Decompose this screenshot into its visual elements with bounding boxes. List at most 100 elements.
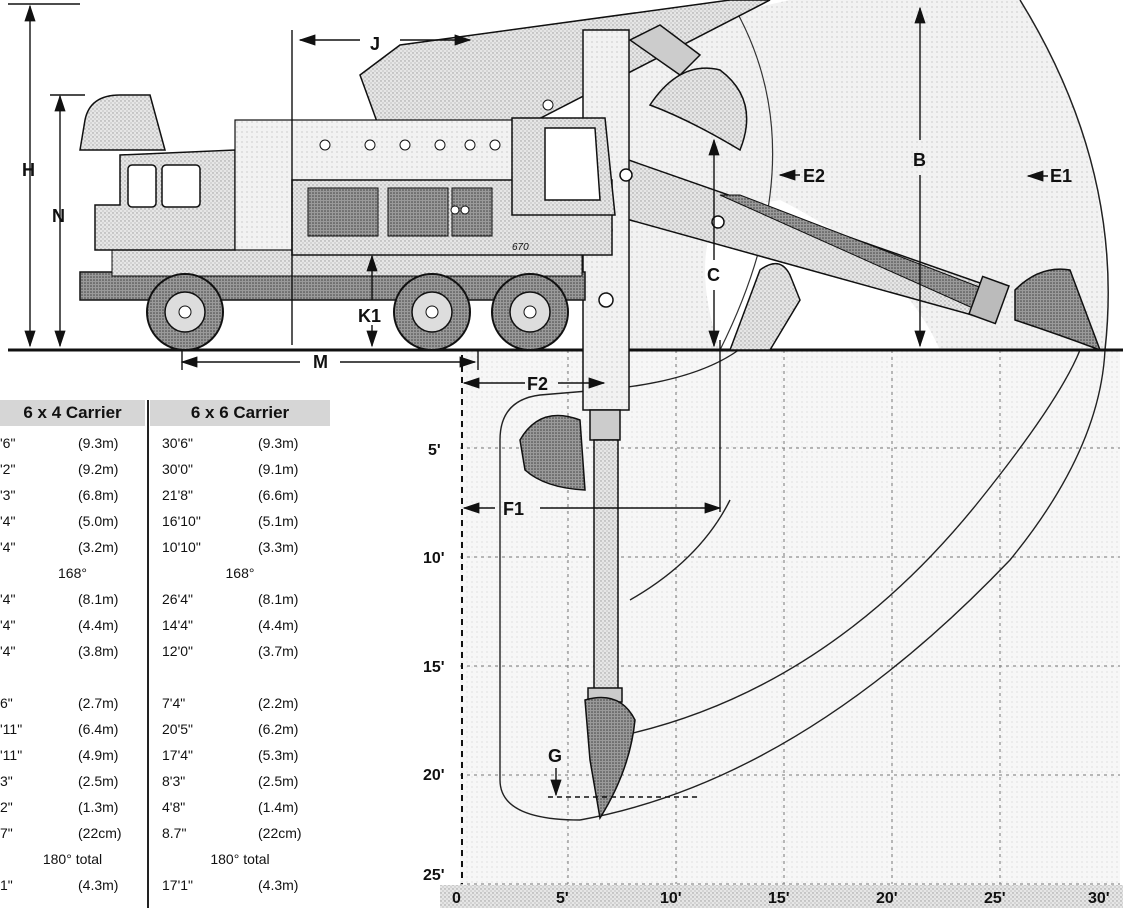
cell-6x6-span: 180° total (210, 851, 270, 867)
cell-6x6-metric: (1.4m) (258, 799, 299, 815)
cell-6x4-metric: (9.2m) (78, 461, 119, 477)
dim-label-E1: E1 (1050, 166, 1072, 186)
work-range-envelope (625, 0, 1109, 351)
dig-envelope-curves (499, 329, 1106, 821)
cell-6x6-imperial: 7'4" (162, 695, 186, 711)
table-row: '4"(8.1m)26'4"(8.1m) (0, 586, 330, 612)
front-wheel (146, 273, 224, 351)
bucket-deep (584, 696, 636, 821)
cell-6x4-imperial: '11" (0, 747, 23, 763)
cell-6x6-metric: (9.3m) (258, 435, 299, 451)
cell-6x4-metric: (4.4m) (78, 617, 119, 633)
cell-6x6-metric: (2.5m) (258, 773, 299, 789)
cell-6x6-metric: (3.7m) (258, 643, 299, 659)
upper-structure: 670 (291, 117, 633, 256)
dim-label-M: M (313, 352, 328, 372)
cell-6x6-metric: (4.4m) (258, 617, 299, 633)
cell-6x6-imperial: 17'1" (162, 877, 194, 893)
cell-6x6-metric: (6.2m) (258, 721, 299, 737)
depth-label-20: 20' (423, 767, 445, 784)
bucket-near (519, 414, 586, 491)
cell-6x4-imperial: 3" (0, 773, 13, 789)
depth-label-10: 10' (423, 550, 445, 567)
reach-label-20: 20' (876, 890, 898, 907)
cell-6x6-imperial: 21'8" (162, 487, 194, 503)
cell-6x6-imperial: 26'4" (162, 591, 194, 607)
cell-6x4-metric: (6.4m) (78, 721, 119, 737)
cell-6x4-imperial: 1" (0, 877, 13, 893)
cell-6x4-imperial: '4" (0, 617, 16, 633)
reach-label-15: 15' (768, 890, 790, 907)
cell-6x4-imperial: '3" (0, 487, 16, 503)
bucket-curled (728, 262, 801, 351)
cell-6x4-metric: (5.0m) (78, 513, 119, 529)
cell-6x6-imperial: 12'0" (162, 643, 194, 659)
table-row: '4"(5.0m)16'10"(5.1m) (0, 508, 330, 534)
cell-6x4-metric: (9.3m) (78, 435, 119, 451)
header-6x6-carrier: 6 x 6 Carrier (150, 400, 330, 426)
excavator-boom (538, 149, 1102, 352)
table-row: '4" (4.4m) 14'4" (4.4m) (0, 612, 330, 638)
dim-label-N: N (52, 206, 65, 226)
cell-6x4-metric: (2.5m) (78, 773, 119, 789)
cell-6x4-imperial: '6" (0, 435, 16, 451)
cell-6x6-imperial: 30'0" (162, 461, 194, 477)
reach-label-0: 0 (452, 890, 461, 907)
dim-label-K1: K1 (358, 306, 381, 326)
cell-6x6-metric: (8.1m) (258, 591, 299, 607)
dim-label-F2: F2 (527, 374, 548, 394)
cell-6x6-imperial: 17'4" (162, 747, 194, 763)
cell-6x6-imperial: 20'5" (162, 721, 194, 737)
table-row: '11"(4.9m)17'4"(5.3m) (0, 742, 330, 768)
table-row: 7"(22cm)8.7"(22cm) (0, 820, 330, 846)
cell-6x6-imperial: 8.7" (162, 825, 187, 841)
reach-axis-band (440, 885, 1123, 908)
cell-6x6-imperial: 10'10" (162, 539, 201, 555)
cell-6x4-span: 180° total (42, 851, 103, 867)
cell-6x4-imperial: '4" (0, 513, 16, 529)
cell-6x4-imperial: '2" (0, 461, 16, 477)
stowed-bucket (79, 94, 166, 151)
depth-label-25: 25' (423, 867, 445, 884)
dim-label-C: C (707, 265, 720, 285)
table-row: '6"(9.3m)30'6"(9.3m) (0, 430, 330, 456)
cell-6x6-metric: (22cm) (258, 825, 302, 841)
cell-6x4-metric: (2.7m) (78, 695, 119, 711)
depth-axis-labels: 5' 10' 15' 20' 25' (423, 442, 445, 884)
reach-axis-labels: 0 5' 10' 15' 20' 25' 30' (452, 890, 1110, 907)
truck-wheels (146, 273, 569, 351)
cell-6x4-imperial: 2" (0, 799, 13, 815)
cell-6x4-metric: (6.8m) (78, 487, 119, 503)
dimension-lines (8, 3, 1048, 798)
reach-label-25: 25' (984, 890, 1006, 907)
cell-6x6-metric: (6.6m) (258, 487, 299, 503)
table-row: 1"(4.3m)17'1"(4.3m) (0, 872, 330, 898)
cell-6x6-imperial: 8'3" (162, 773, 186, 789)
dim-label-B: B (913, 150, 926, 170)
cell-6x6-imperial: 16'10" (162, 513, 201, 529)
depth-label-5: 5' (428, 442, 441, 459)
table-row: 2"(1.3m)4'8"(1.4m) (0, 794, 330, 820)
dim-label-J: J (370, 34, 380, 54)
cell-6x4-metric: (3.2m) (78, 539, 119, 555)
reach-label-10: 10' (660, 890, 682, 907)
cab-model-number: 670 (512, 242, 529, 253)
cell-6x4-metric: (8.1m) (78, 591, 119, 607)
cell-6x4-metric: (3.8m) (78, 643, 119, 659)
dim-label-H: H (22, 160, 35, 180)
table-row: 168°168° (0, 560, 330, 586)
cell-6x6-metric: (3.3m) (258, 539, 299, 555)
cell-6x6-metric: (2.2m) (258, 695, 299, 711)
table-row: '4" (3.2m) 10'10" (3.3m) (0, 534, 330, 560)
table-row: '3" (6.8m) 21'8" (6.6m) (0, 482, 330, 508)
rear-wheel-1 (393, 273, 471, 351)
cell-6x6-imperial: 14'4" (162, 617, 194, 633)
table-row: 6"(2.7m)7'4"(2.2m) (0, 690, 330, 716)
cell-6x4-metric: (4.3m) (78, 877, 119, 893)
cell-6x4-imperial: '4" (0, 539, 16, 555)
cell-6x4-imperial: 7" (0, 825, 13, 841)
dimension-labels: H N J K1 M C B E2 E1 F2 F1 G (22, 34, 1072, 766)
table-row: 3" (2.5m) 8'3" (2.5m) (0, 768, 330, 794)
cell-6x4-imperial: '4" (0, 643, 16, 659)
